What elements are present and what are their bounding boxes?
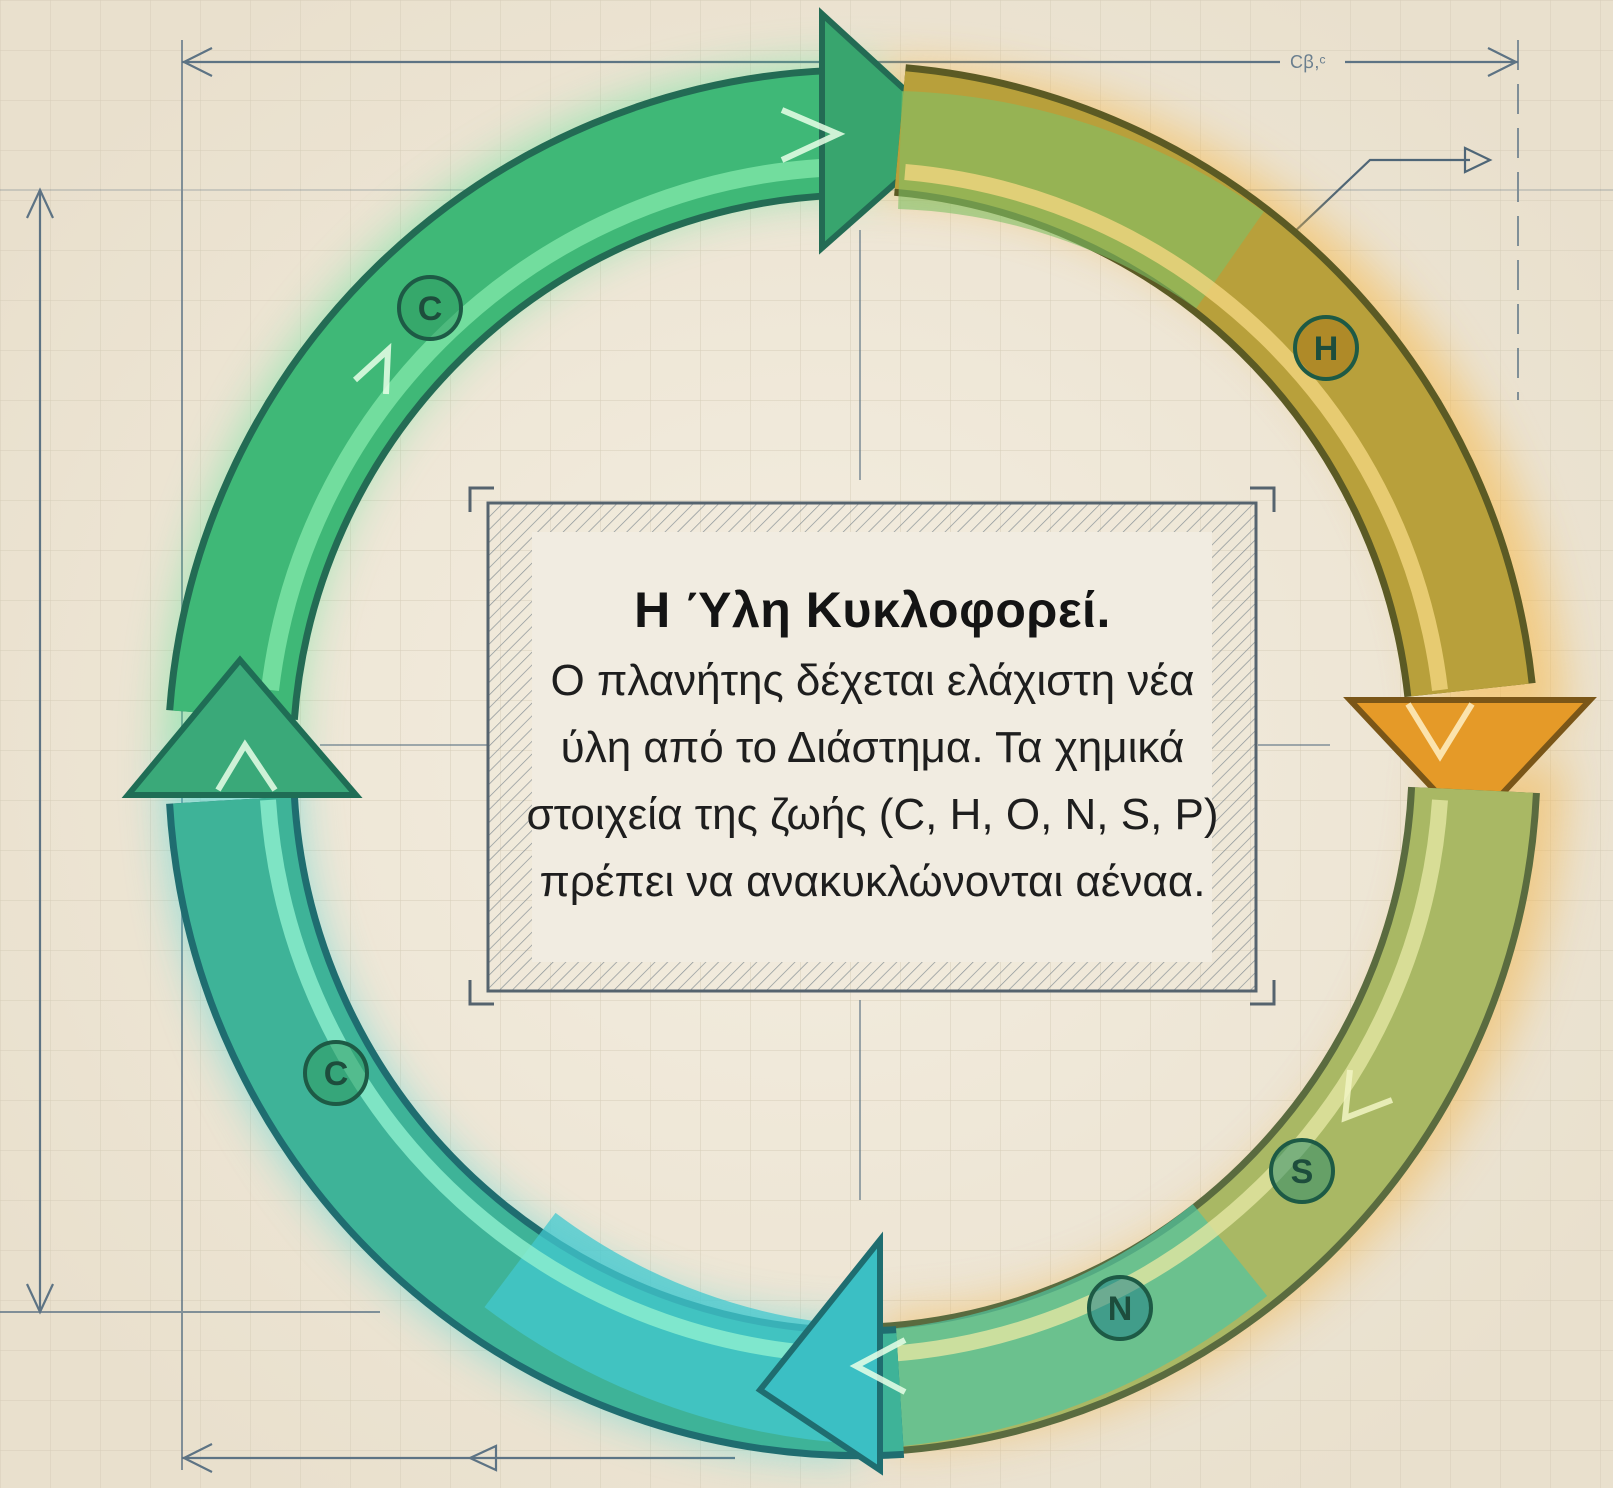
node-circle: [1087, 1275, 1153, 1341]
node-circle: [397, 275, 463, 341]
node-c-4: C: [303, 1040, 369, 1106]
node-circle: [303, 1040, 369, 1106]
info-body: Ο πλανήτης δέχεται ελάχιστη νέα ύλη από …: [526, 655, 1219, 906]
info-panel-frame: [468, 486, 1276, 1006]
dimension-arrow-top: [181, 47, 1519, 77]
inner-arrows: [215, 107, 1475, 1395]
node-c-0: C: [397, 275, 463, 341]
cycle-nodes: C H S N C: [303, 275, 1359, 1341]
node-n-3: N: [1087, 1275, 1153, 1341]
cycle-arrow-top-right: [893, 64, 1597, 833]
node-h-1: H: [1293, 315, 1359, 381]
node-label: H: [1314, 330, 1339, 368]
node-label: N: [1108, 1290, 1133, 1328]
node-label: C: [324, 1055, 349, 1093]
node-s-2: S: [1269, 1138, 1335, 1204]
node-circle: [1293, 315, 1359, 381]
dimension-note: Cꞵ,ᶜ: [1290, 52, 1326, 72]
dimension-arrow-bottom: [181, 1443, 735, 1473]
node-label: S: [1291, 1153, 1314, 1191]
info-panel: Η Ύλη Κυκλοφορεί. Ο πλανήτης δέχεται ελά…: [490, 506, 1255, 989]
dimension-arrow-left: [26, 187, 54, 1315]
info-title: Η Ύλη Κυκλοφορεί.: [634, 581, 1111, 638]
cycle-arrow-bottom-right: [856, 786, 1540, 1456]
node-label: C: [418, 290, 443, 328]
cycle-arrow-bottom-left: [121, 655, 905, 1476]
node-circle: [1269, 1138, 1335, 1204]
